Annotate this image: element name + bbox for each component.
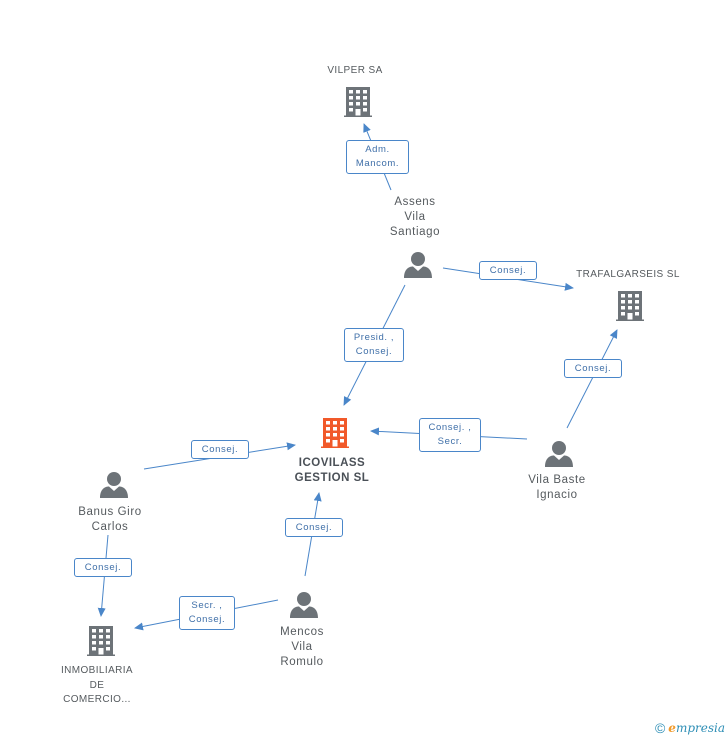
edge-label-mencos-inmobiliaria[interactable]: Secr. , Consej.: [179, 596, 235, 630]
building-icon-trafalgarseis[interactable]: [616, 291, 644, 321]
brand-logo[interactable]: empresia: [668, 721, 725, 735]
person-icon-assens[interactable]: [404, 252, 432, 278]
edge-label-assens-icovilass[interactable]: Presid. , Consej.: [344, 328, 404, 362]
edge-label-banus-icovilass[interactable]: Consej.: [191, 440, 249, 459]
building-icon-icovilass[interactable]: [321, 418, 349, 448]
copyright-icon: ©: [654, 720, 666, 736]
edge-line-vilabaste-trafalgarseis: [566, 329, 618, 429]
edge-label-mencos-icovilass[interactable]: Consej.: [285, 518, 343, 537]
brand-initial: e: [668, 721, 676, 735]
building-icon-vilper[interactable]: [344, 87, 372, 117]
edge-label-banus-inmobiliaria[interactable]: Consej.: [74, 558, 132, 577]
brand-name: mpresia: [675, 721, 725, 735]
edge-label-assens-trafalgarseis[interactable]: Consej.: [479, 261, 537, 280]
edge-label-assens-vilper[interactable]: Adm. Mancom.: [346, 140, 409, 174]
person-icon-vila-baste[interactable]: [545, 441, 573, 467]
person-icon-banus[interactable]: [100, 472, 128, 498]
edge-label-vilabaste-icovilass[interactable]: Consej. , Secr.: [419, 418, 481, 452]
edge-label-vilabaste-trafalgarseis[interactable]: Consej.: [564, 359, 622, 378]
building-icon-inmobiliaria[interactable]: [87, 626, 115, 656]
footer-brand: © empresia: [655, 720, 725, 736]
person-icon-mencos[interactable]: [290, 592, 318, 618]
